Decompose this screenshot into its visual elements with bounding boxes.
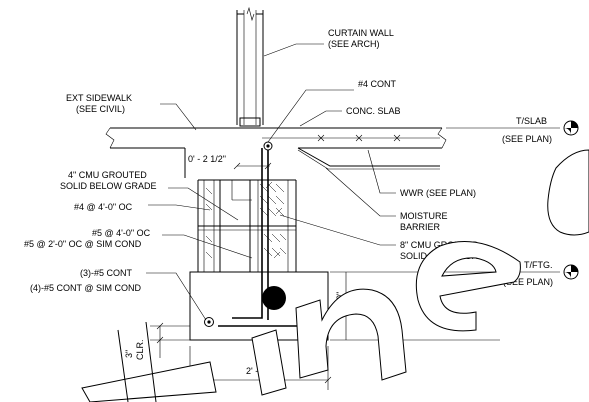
dimension-clear-cover-label: CLR. [135, 339, 145, 360]
note-vert-bar-4: #4 @ 4'-0" OC [74, 202, 133, 212]
note-wwr: WWR (SEE PLAN) [400, 188, 476, 198]
note-ext-sidewalk: EXT SIDEWALK [66, 93, 132, 103]
note-vert-bar-5-sim: #5 @ 2'-0" OC @ SIM COND [24, 239, 142, 249]
leader-lines [146, 43, 396, 321]
note-moisture-barrier: MOISTURE [400, 211, 448, 221]
elevation-footing-label: T/FTG. [524, 260, 553, 270]
note-ext-sidewalk-ref: (SEE CIVIL) [76, 104, 125, 114]
dimension-wall-offset: 0' - 2 1/2" [188, 154, 272, 170]
note-vert-bar-5: #5 @ 4'-0" OC [92, 228, 151, 238]
note-cmu-4: 4" CMU GROUTED [68, 170, 147, 180]
note-conc-slab: CONC. SLAB [346, 106, 401, 116]
note-cmu-8: 8" CMU GROUTED [400, 240, 479, 250]
elevation-marker-slab: T/SLAB (SEE PLAN) [446, 116, 579, 144]
note-cmu-4-grout: SOLID BELOW GRADE [60, 181, 157, 191]
elevation-footing-ref: (SEE PLAN) [503, 277, 553, 287]
note-moisture-barrier-2: BARRIER [400, 222, 441, 232]
note-curtain-wall: CURTAIN WALL [328, 28, 394, 38]
dimension-clear-cover: 3" CLR. [124, 322, 190, 360]
note-footing-bars: (3)-#5 CONT [80, 268, 133, 278]
note-curtain-wall-ref: (SEE ARCH) [328, 39, 380, 49]
elevation-marker-footing: T/FTG. (SEE PLAN) [330, 260, 579, 287]
foundation-wall [197, 148, 297, 320]
watermark [81, 149, 589, 402]
elevation-slab-ref: (SEE PLAN) [502, 134, 552, 144]
note-cont-bar: #4 CONT [358, 79, 397, 89]
curtain-wall-mullion [236, 6, 264, 127]
dimension-footing-depth-text: 0" [335, 292, 345, 300]
elevation-slab-label: T/SLAB [516, 116, 547, 126]
grout-fill [205, 181, 287, 259]
note-footing-bars-sim: (4)-#5 CONT @ SIM COND [30, 283, 141, 293]
dimension-clear-cover-value: 3" [124, 350, 134, 358]
wwr-marks [317, 134, 401, 142]
concrete-slab [105, 127, 447, 178]
dimension-wall-offset-text: 0' - 2 1/2" [188, 154, 226, 164]
